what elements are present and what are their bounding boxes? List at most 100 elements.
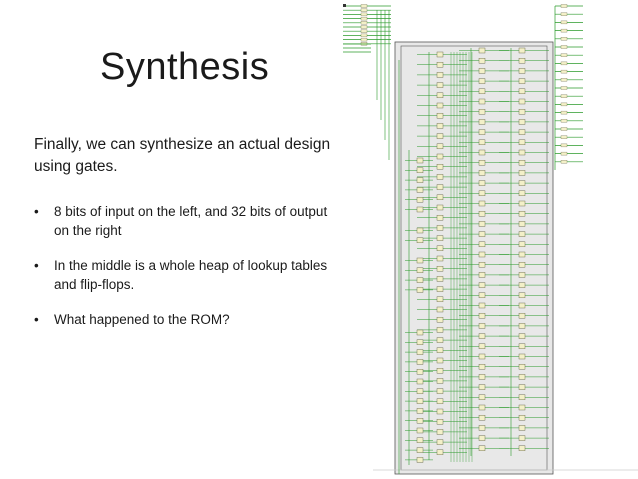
- lut-cell: [478, 68, 486, 74]
- lut-cell: [478, 251, 486, 258]
- lut-cell: [436, 255, 444, 262]
- lut-cell: [436, 174, 444, 180]
- lut-cell: [436, 357, 444, 364]
- ff-cell: [416, 408, 424, 414]
- lut-cell: [436, 398, 444, 404]
- output-buffer: [560, 20, 568, 25]
- lut-cell: [436, 276, 444, 282]
- lut-cell: [518, 170, 526, 176]
- lut-cell: [518, 251, 526, 258]
- input-buffer: [360, 21, 368, 25]
- ff-cell: [416, 237, 424, 244]
- ff-cell: [416, 339, 424, 345]
- lut-cell: [478, 323, 486, 329]
- lut-cell: [478, 231, 486, 237]
- ff-cell: [416, 398, 424, 404]
- ff-cell: [416, 329, 424, 336]
- input-buffer: [360, 4, 368, 8]
- ff-cell: [416, 418, 424, 424]
- output-buffer: [560, 53, 568, 57]
- lut-cell: [436, 72, 444, 78]
- lut-cell: [478, 343, 486, 349]
- lut-cell: [478, 415, 486, 421]
- ff-cell: [416, 167, 424, 174]
- ff-cell: [416, 267, 424, 273]
- ff-cell: [416, 157, 424, 164]
- lut-cell: [518, 292, 526, 298]
- lut-cell: [518, 364, 526, 370]
- lut-cell: [436, 163, 444, 170]
- ff-cell: [416, 437, 424, 443]
- lut-cell: [436, 245, 444, 252]
- lut-cell: [518, 445, 526, 451]
- bullet-text: What happened to the ROM?: [54, 312, 230, 327]
- lut-cell: [436, 82, 444, 88]
- output-buffer: [560, 127, 568, 131]
- lut-cell: [436, 62, 444, 68]
- lut-cell: [478, 425, 486, 431]
- bullet-item: •8 bits of input on the left, and 32 bit…: [34, 202, 334, 240]
- lut-cell: [478, 272, 486, 278]
- lut-cell: [478, 353, 486, 360]
- output-buffer: [560, 160, 568, 164]
- output-buffer: [560, 110, 568, 115]
- ff-cell: [416, 427, 424, 434]
- lut-cell: [478, 149, 486, 156]
- lut-cell: [436, 317, 444, 323]
- lut-cell: [436, 368, 444, 374]
- lut-cell: [478, 292, 486, 298]
- lut-cell: [436, 449, 444, 455]
- lut-cell: [478, 170, 486, 176]
- lut-cell: [436, 51, 444, 58]
- ff-cell: [416, 388, 424, 394]
- lut-cell: [518, 119, 526, 125]
- lut-cell: [436, 184, 444, 190]
- output-buffer: [560, 69, 568, 74]
- ff-cell: [416, 457, 424, 463]
- ff-cell: [416, 378, 424, 385]
- lut-cell: [478, 282, 486, 288]
- lut-cell: [518, 58, 526, 64]
- lut-cell: [478, 88, 486, 95]
- lut-cell: [518, 200, 526, 207]
- output-buffer: [560, 78, 568, 82]
- output-buffer: [560, 86, 568, 90]
- bullet-list: •8 bits of input on the left, and 32 bit…: [34, 202, 334, 345]
- lut-cell: [436, 286, 444, 292]
- lut-cell: [478, 159, 486, 166]
- output-buffer: [560, 143, 568, 148]
- lut-cell: [478, 364, 486, 370]
- lut-cell: [518, 435, 526, 441]
- lut-cell: [518, 343, 526, 349]
- lut-cell: [478, 47, 486, 54]
- output-buffer: [560, 45, 568, 49]
- lut-cell: [518, 210, 526, 217]
- lut-cell: [478, 262, 486, 268]
- lut-cell: [478, 78, 486, 84]
- bullet-dot: •: [34, 204, 39, 219]
- input-buffer: [360, 29, 368, 33]
- ff-cell: [416, 196, 424, 203]
- lut-cell: [436, 439, 444, 445]
- bullet-item: •In the middle is a whole heap of lookup…: [34, 256, 334, 294]
- lut-cell: [436, 214, 444, 221]
- lut-cell: [518, 190, 526, 197]
- lut-cell: [518, 333, 526, 339]
- input-buffer: [360, 33, 368, 38]
- ff-cell: [416, 187, 424, 193]
- lut-cell: [478, 374, 486, 380]
- lut-cell: [436, 388, 444, 394]
- lut-cell: [518, 302, 526, 309]
- lut-cell: [518, 68, 526, 74]
- lut-cell: [436, 143, 444, 150]
- lut-cell: [518, 108, 526, 115]
- output-buffer: [560, 37, 568, 41]
- lut-cell: [518, 262, 526, 268]
- lut-cell: [436, 235, 444, 241]
- lut-cell: [518, 425, 526, 431]
- lut-cell: [478, 384, 486, 390]
- lut-cell: [478, 333, 486, 339]
- lut-cell: [478, 404, 486, 411]
- input-buffer: [360, 16, 368, 21]
- lut-cell: [436, 123, 444, 129]
